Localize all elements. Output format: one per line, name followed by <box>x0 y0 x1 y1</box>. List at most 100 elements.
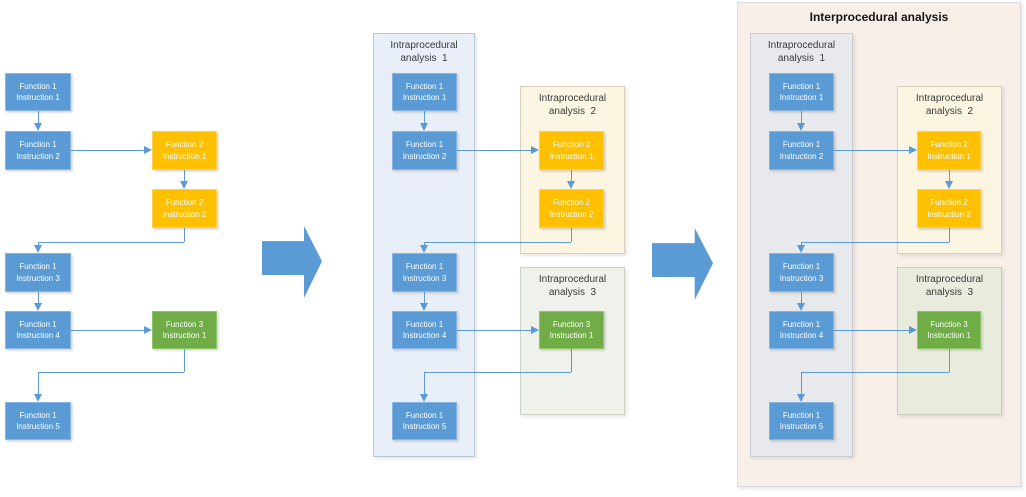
node-func1-instr4-right: Function 1 Instruction 4 <box>769 311 834 349</box>
node-func1-instr5-right: Function 1 Instruction 5 <box>769 402 834 440</box>
flow-connector-segment <box>801 372 802 395</box>
flow-connector-segment <box>457 330 532 331</box>
group-label: Intraprocedural analysis 3 <box>915 274 984 298</box>
flow-connector-segment <box>71 150 145 151</box>
arrowhead-icon <box>567 181 575 189</box>
arrowhead-icon <box>180 181 188 189</box>
arrowhead-icon <box>909 146 917 154</box>
node-label: Function 2 Instruction 1 <box>549 140 594 161</box>
flow-connector-segment <box>184 228 185 242</box>
node-label: Function 1 Instruction 3 <box>402 262 447 283</box>
node-label: Function 1 Instruction 1 <box>16 81 60 103</box>
node-label: Function 1 Instruction 5 <box>779 410 824 432</box>
flow-connector-segment <box>949 349 950 372</box>
flow-connector-segment <box>424 372 425 395</box>
node-label: Function 1 Instruction 2 <box>16 140 60 161</box>
arrowhead-icon <box>144 326 152 334</box>
flow-connector-segment <box>424 242 425 246</box>
node-label: Function 1 Instruction 4 <box>402 319 447 341</box>
node-func1-instr5-middle: Function 1 Instruction 5 <box>392 402 457 440</box>
node-label: Function 1 Instruction 1 <box>779 81 824 103</box>
node-func1-instr2-middle: Function 1 Instruction 2 <box>392 131 457 170</box>
flow-connector-segment <box>38 372 184 373</box>
transform-arrow-left-to-middle-icon <box>262 226 322 298</box>
node-func1-instr2-right: Function 1 Instruction 2 <box>769 131 834 170</box>
flow-connector-segment <box>184 170 185 182</box>
arrowhead-icon <box>945 181 953 189</box>
group-title: Interprocedural analysis <box>809 10 949 24</box>
node-func2-instr1-middle: Function 2 Instruction 1 <box>539 131 604 170</box>
flow-connector-segment <box>801 292 802 304</box>
arrowhead-icon <box>420 394 428 402</box>
node-label: Function 2 Instruction 1 <box>162 140 207 161</box>
node-func3-instr1-left: Function 3 Instruction 1 <box>152 311 217 349</box>
node-label: Function 1 Instruction 1 <box>402 81 447 103</box>
arrowhead-icon <box>797 394 805 402</box>
flow-connector-segment <box>424 111 425 124</box>
node-label: Function 1 Instruction 5 <box>16 410 60 432</box>
node-label: Function 3 Instruction 1 <box>927 319 971 341</box>
arrowhead-icon <box>144 146 152 154</box>
arrowhead-icon <box>34 245 42 253</box>
flow-connector-segment <box>38 242 39 246</box>
node-label: Function 3 Instruction 1 <box>549 319 594 341</box>
group-label: Intraprocedural analysis 3 <box>538 274 607 298</box>
node-label: Function 1 Instruction 4 <box>779 319 824 341</box>
flow-connector-segment <box>571 228 572 242</box>
node-func1-instr1-middle: Function 1 Instruction 1 <box>392 73 457 111</box>
node-label: Function 1 Instruction 5 <box>402 410 447 432</box>
flow-connector-segment <box>833 330 910 331</box>
arrowhead-icon <box>420 303 428 311</box>
node-label: Function 1 Instruction 4 <box>16 319 60 341</box>
flow-connector-segment <box>424 242 571 243</box>
flow-connector-segment <box>457 150 532 151</box>
node-func3-instr1-middle: Function 3 Instruction 1 <box>539 311 604 349</box>
flow-connector-segment <box>424 372 571 373</box>
node-label: Function 1 Instruction 3 <box>779 262 824 283</box>
node-func2-instr2-left: Function 2 Instruction 2 <box>152 189 217 228</box>
transform-arrow-middle-to-right-icon <box>652 228 713 300</box>
node-func1-instr4-middle: Function 1 Instruction 4 <box>392 311 457 349</box>
arrowhead-icon <box>909 326 917 334</box>
group-label: Intraprocedural analysis 2 <box>915 93 984 117</box>
group-label: Intraprocedural analysis 1 <box>390 40 458 64</box>
flow-connector-segment <box>571 170 572 182</box>
node-func3-instr1-right: Function 3 Instruction 1 <box>917 311 981 349</box>
node-label: Function 2 Instruction 1 <box>927 140 971 161</box>
node-func1-instr1-left: Function 1 Instruction 1 <box>5 73 71 111</box>
arrowhead-icon <box>531 146 539 154</box>
arrowhead-icon <box>531 326 539 334</box>
arrowhead-icon <box>34 123 42 131</box>
group-label: Intraprocedural analysis 2 <box>538 93 607 117</box>
arrowhead-icon <box>420 123 428 131</box>
flow-connector-segment <box>184 349 185 372</box>
node-label: Function 3 Instruction 1 <box>162 319 207 341</box>
node-func1-instr2-left: Function 1 Instruction 2 <box>5 131 71 170</box>
arrowhead-icon <box>797 245 805 253</box>
flow-connector-segment <box>801 372 949 373</box>
node-label: Function 2 Instruction 2 <box>549 198 594 219</box>
flow-connector-segment <box>71 330 145 331</box>
node-func2-instr2-middle: Function 2 Instruction 2 <box>539 189 604 228</box>
arrowhead-icon <box>797 123 805 131</box>
node-func1-instr5-left: Function 1 Instruction 5 <box>5 402 71 440</box>
node-func1-instr3-left: Function 1 Instruction 3 <box>5 253 71 292</box>
group-label: Intraprocedural analysis 1 <box>767 40 836 64</box>
arrowhead-icon <box>797 303 805 311</box>
arrowhead-icon <box>34 394 42 402</box>
flow-connector-segment <box>38 111 39 124</box>
node-func1-instr1-right: Function 1 Instruction 1 <box>769 73 834 111</box>
node-label: Function 1 Instruction 2 <box>402 140 447 161</box>
flow-connector-segment <box>38 372 39 395</box>
flow-connector-segment <box>801 242 802 246</box>
flow-connector-segment <box>801 242 949 243</box>
flow-connector-segment <box>424 292 425 304</box>
flow-connector-segment <box>833 150 910 151</box>
flow-connector-segment <box>571 349 572 372</box>
node-func1-instr3-middle: Function 1 Instruction 3 <box>392 253 457 292</box>
node-label: Function 1 Instruction 3 <box>16 262 60 283</box>
flow-connector-segment <box>38 242 184 243</box>
arrowhead-icon <box>34 303 42 311</box>
node-func2-instr2-right: Function 2 Instruction 2 <box>917 189 981 228</box>
intraprocedural-analysis-2-middle-group: Intraprocedural analysis 2 <box>520 86 625 254</box>
